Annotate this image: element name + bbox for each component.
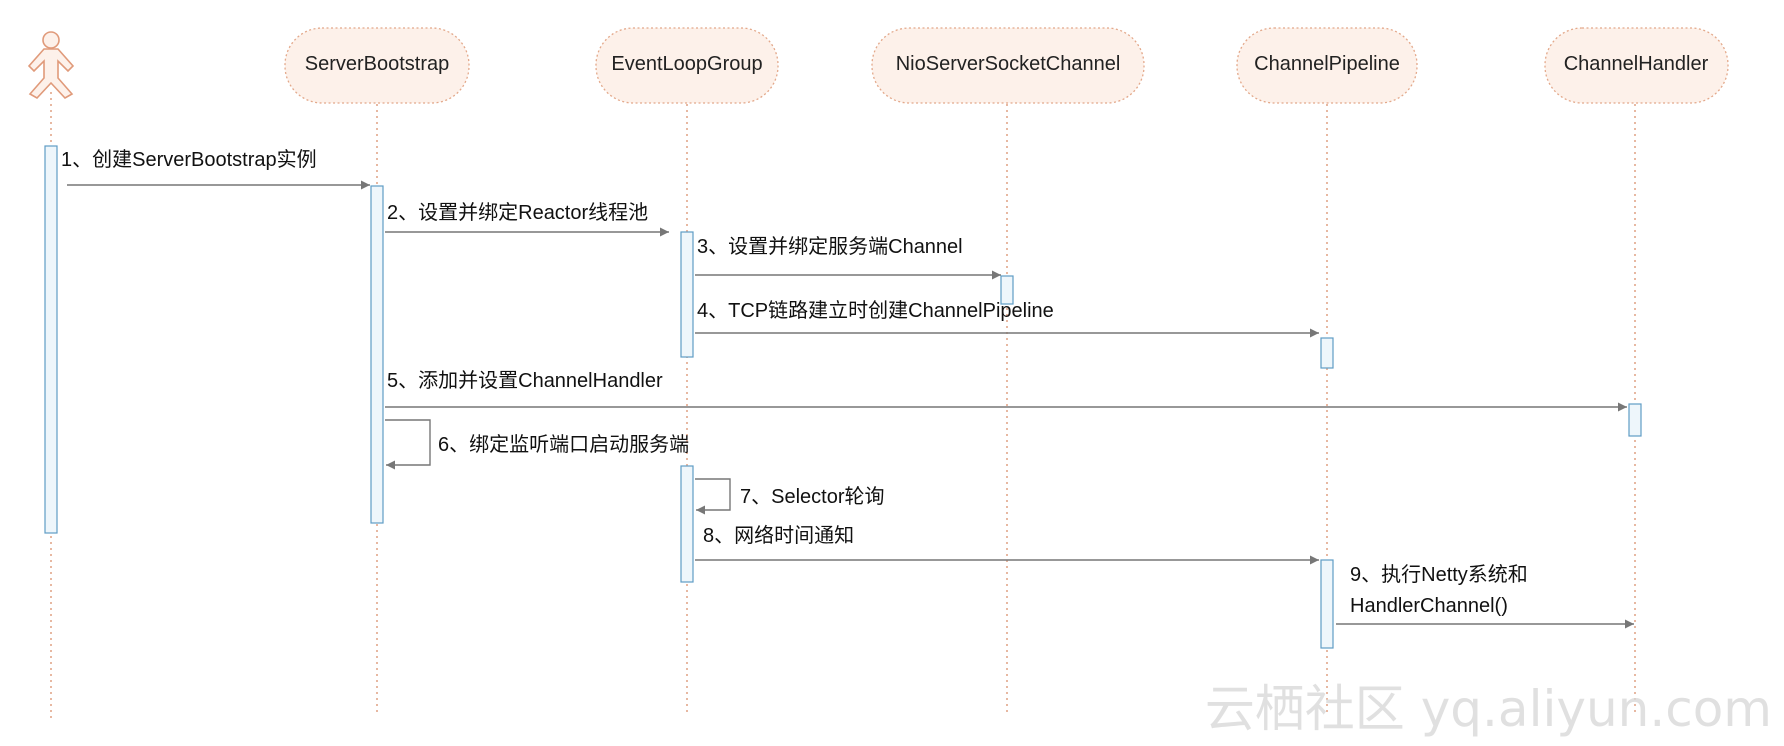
- message-9-label-line-1: 9、执行Netty系统和: [1350, 563, 1528, 586]
- activation-nio-server-socket-channel: [1000, 275, 1014, 305]
- activation-event-loop-group-1: [680, 231, 694, 358]
- participant-label-event-loop-group: EventLoopGroup: [611, 53, 762, 75]
- message-6-arrow: [385, 419, 431, 470]
- activation-channel-handler: [1628, 403, 1642, 437]
- participants: ServerBootstrap EventLoopGroup NioServer…: [284, 27, 1729, 104]
- activation-server-bootstrap: [370, 185, 384, 524]
- message-5-label: 5、添加并设置ChannelHandler: [387, 369, 663, 392]
- message-7: 7、Selector轮询: [695, 478, 885, 515]
- participant-label-channel-handler: ChannelHandler: [1564, 53, 1709, 75]
- participant-label-nio-server-socket-channel: NioServerSocketChannel: [896, 53, 1121, 75]
- message-9: 9、执行Netty系统和 HandlerChannel(): [1336, 563, 1634, 629]
- activation-channel-pipeline-1: [1320, 337, 1334, 369]
- participant-server-bootstrap: ServerBootstrap: [284, 27, 470, 104]
- participant-label-channel-pipeline: ChannelPipeline: [1254, 53, 1400, 75]
- message-4-label: 4、TCP链路建立时创建ChannelPipeline: [697, 299, 1054, 322]
- participant-channel-pipeline: ChannelPipeline: [1236, 27, 1418, 104]
- message-8: 8、网络时间通知: [695, 524, 1319, 565]
- message-6-label: 6、绑定监听端口启动服务端: [438, 433, 689, 456]
- watermark-text: 云栖社区 yq.aliyun.com: [1205, 680, 1772, 738]
- stick-figure-actor-icon: [27, 31, 75, 100]
- participant-event-loop-group: EventLoopGroup: [595, 27, 779, 104]
- message-2: 2、设置并绑定Reactor线程池: [385, 201, 669, 237]
- activation-event-loop-group-2: [680, 465, 694, 583]
- message-5: 5、添加并设置ChannelHandler: [385, 369, 1627, 412]
- participant-channel-handler: ChannelHandler: [1544, 27, 1729, 104]
- message-7-arrow: [695, 478, 731, 515]
- activation-bars: [44, 145, 1642, 649]
- message-1-label: 1、创建ServerBootstrap实例: [61, 148, 317, 171]
- message-1: 1、创建ServerBootstrap实例: [61, 148, 370, 190]
- message-6: 6、绑定监听端口启动服务端: [385, 419, 689, 470]
- activation-channel-pipeline-2: [1320, 559, 1334, 649]
- message-8-label: 8、网络时间通知: [703, 524, 854, 547]
- message-3-label: 3、设置并绑定服务端Channel: [697, 235, 963, 258]
- participant-label-server-bootstrap: ServerBootstrap: [305, 53, 450, 75]
- participant-nio-server-socket-channel: NioServerSocketChannel: [871, 27, 1145, 104]
- activation-actor: [44, 145, 58, 534]
- message-2-label: 2、设置并绑定Reactor线程池: [387, 201, 648, 224]
- message-7-label: 7、Selector轮询: [740, 485, 885, 508]
- message-3: 3、设置并绑定服务端Channel: [695, 235, 1001, 280]
- message-9-label-line-2: HandlerChannel(): [1350, 595, 1508, 617]
- message-4: 4、TCP链路建立时创建ChannelPipeline: [695, 299, 1319, 338]
- actor-body: [27, 48, 75, 100]
- messages: 1、创建ServerBootstrap实例 2、设置并绑定Reactor线程池 …: [61, 148, 1634, 629]
- actor-head: [42, 31, 60, 49]
